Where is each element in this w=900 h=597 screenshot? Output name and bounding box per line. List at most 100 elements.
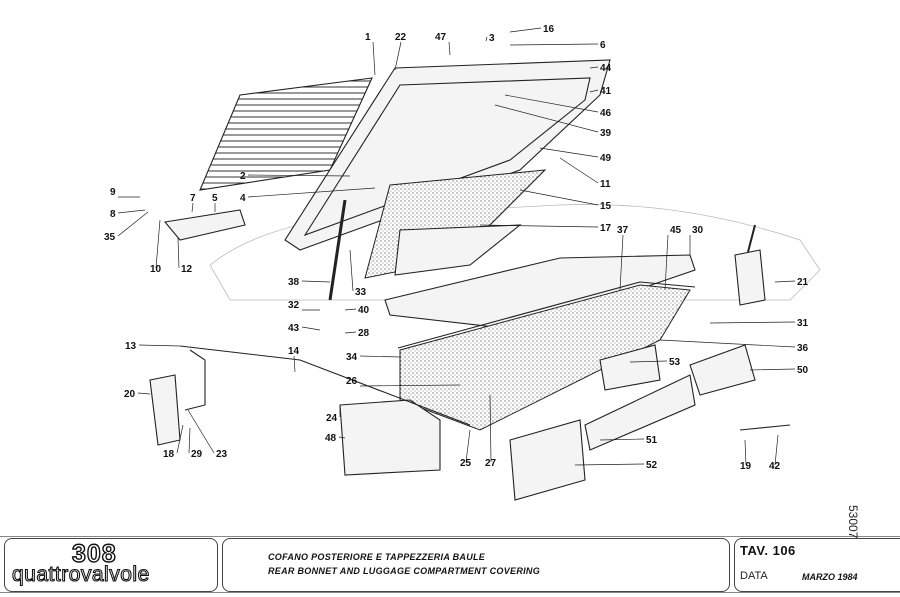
leader-line bbox=[344, 308, 357, 311]
callout-39: 39 bbox=[600, 128, 612, 139]
leader-line bbox=[301, 326, 321, 331]
callout-2: 2 bbox=[240, 171, 246, 182]
leader-line bbox=[774, 280, 796, 283]
bonnet-inner bbox=[303, 77, 591, 237]
hinge bbox=[163, 209, 246, 241]
callout-20: 20 bbox=[124, 389, 136, 400]
callout-28: 28 bbox=[358, 328, 370, 339]
callout-32: 32 bbox=[288, 300, 300, 311]
callout-16: 16 bbox=[543, 24, 555, 35]
callout-27: 27 bbox=[485, 458, 497, 469]
leader-line bbox=[509, 43, 599, 46]
callout-6: 6 bbox=[600, 40, 606, 51]
clamp bbox=[739, 424, 791, 431]
leader-line bbox=[301, 280, 331, 283]
leader-line bbox=[629, 360, 668, 363]
title-italian: COFANO POSTERIORE E TAPPEZZERIA BAULE bbox=[268, 552, 486, 562]
panel-52 bbox=[509, 419, 586, 501]
leader-line bbox=[293, 355, 296, 373]
panel-cover bbox=[394, 224, 522, 276]
leader-line bbox=[117, 211, 149, 237]
callout-43: 43 bbox=[288, 323, 300, 334]
leader-line bbox=[188, 427, 191, 454]
leader-line bbox=[155, 219, 161, 269]
callout-30: 30 bbox=[692, 225, 704, 236]
tub-rim bbox=[397, 281, 696, 349]
divider bbox=[0, 592, 900, 593]
callout-19: 19 bbox=[740, 461, 752, 472]
leader-line bbox=[448, 41, 451, 56]
leader-line bbox=[359, 384, 461, 387]
leader-line bbox=[247, 187, 376, 198]
callout-46: 46 bbox=[600, 108, 612, 119]
callout-15: 15 bbox=[600, 201, 612, 212]
callout-22: 22 bbox=[395, 32, 407, 43]
leader-line bbox=[138, 344, 181, 347]
leader-line bbox=[465, 429, 471, 463]
callout-3: 3 bbox=[489, 33, 495, 44]
date-label: DATA bbox=[740, 570, 768, 582]
callout-1: 1 bbox=[365, 32, 371, 43]
callout-23: 23 bbox=[216, 449, 228, 460]
callout-38: 38 bbox=[288, 277, 300, 288]
callout-41: 41 bbox=[600, 86, 612, 97]
car-outline bbox=[209, 204, 821, 301]
leader-line bbox=[664, 234, 669, 291]
callout-37: 37 bbox=[617, 225, 629, 236]
leader-line bbox=[589, 66, 599, 69]
leader-line bbox=[117, 209, 146, 214]
gas-strut bbox=[328, 199, 347, 301]
callout-53: 53 bbox=[669, 357, 681, 368]
table-box bbox=[734, 538, 900, 592]
leader-line bbox=[709, 321, 796, 324]
callout-29: 29 bbox=[191, 449, 203, 460]
leader-line bbox=[574, 463, 645, 466]
callout-24: 24 bbox=[326, 413, 338, 424]
title-english: REAR BONNET AND LUGGAGE COMPARTMENT COVE… bbox=[268, 566, 541, 576]
leader-line bbox=[589, 89, 599, 93]
release-handle bbox=[149, 374, 181, 446]
callout-52: 52 bbox=[646, 460, 658, 471]
table-number: TAV. 106 bbox=[740, 543, 796, 558]
callout-13: 13 bbox=[125, 341, 137, 352]
callout-31: 31 bbox=[797, 318, 809, 329]
callout-36: 36 bbox=[797, 343, 809, 354]
seal-gasket bbox=[384, 254, 696, 331]
leader-line bbox=[489, 394, 492, 463]
leader-line bbox=[744, 439, 747, 466]
callout-49: 49 bbox=[600, 153, 612, 164]
date-value: MARZO 1984 bbox=[802, 572, 858, 582]
leader-line bbox=[177, 237, 180, 269]
logo-box bbox=[4, 538, 218, 592]
callout-35: 35 bbox=[104, 232, 116, 243]
callout-18: 18 bbox=[163, 449, 175, 460]
leader-line bbox=[774, 434, 779, 466]
callout-40: 40 bbox=[358, 305, 370, 316]
logo-name: quattrovalvole bbox=[11, 562, 150, 586]
leader-line bbox=[344, 331, 357, 334]
logo-model: 308 bbox=[71, 539, 117, 568]
panel-51 bbox=[584, 374, 696, 451]
leader-line bbox=[485, 36, 488, 42]
drawing-number: 53007 bbox=[846, 505, 860, 539]
callout-9: 9 bbox=[110, 187, 116, 198]
antenna-rod bbox=[747, 224, 756, 253]
callout-51: 51 bbox=[646, 435, 658, 446]
callout-33: 33 bbox=[355, 287, 367, 298]
leader-line bbox=[359, 355, 401, 358]
callout-7: 7 bbox=[190, 193, 196, 204]
side-box bbox=[339, 399, 441, 476]
leader-line bbox=[479, 224, 599, 228]
leader-line bbox=[372, 41, 376, 76]
callout-8: 8 bbox=[110, 209, 116, 220]
title-box bbox=[222, 538, 730, 592]
callout-12: 12 bbox=[181, 264, 193, 275]
callout-17: 17 bbox=[600, 223, 612, 234]
panel-53 bbox=[599, 344, 661, 391]
callout-14: 14 bbox=[288, 346, 300, 357]
callout-44: 44 bbox=[600, 63, 612, 74]
callout-5: 5 bbox=[212, 193, 218, 204]
leader-line bbox=[559, 157, 599, 184]
